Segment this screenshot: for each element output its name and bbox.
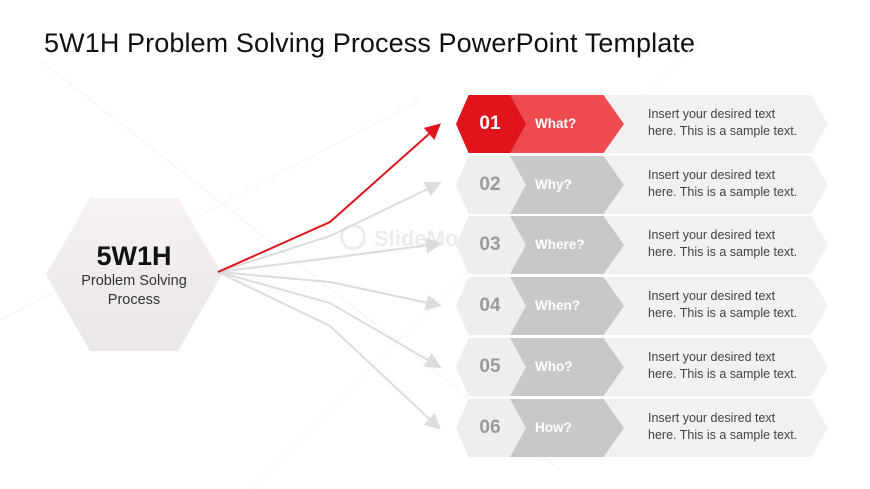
step-desc-line1: Insert your desired text bbox=[648, 228, 776, 242]
step-number: 04 bbox=[479, 295, 501, 316]
step-desc-line1: Insert your desired text bbox=[648, 168, 776, 182]
step-question-tag bbox=[510, 277, 624, 335]
center-hexagon-label: 5W1H Problem Solving Process bbox=[46, 198, 222, 351]
step-question-tag bbox=[510, 399, 624, 457]
step-number: 05 bbox=[479, 356, 501, 377]
arrow-04 bbox=[217, 271, 442, 311]
center-title: 5W1H bbox=[96, 240, 172, 271]
step-question-tag bbox=[510, 95, 624, 153]
step-question: When? bbox=[535, 298, 580, 313]
step-description: Insert your desired text here. This is a… bbox=[648, 106, 818, 140]
arrow-01 bbox=[217, 123, 441, 273]
center-subtitle-line1: Problem Solving bbox=[81, 272, 187, 289]
step-description: Insert your desired text here. This is a… bbox=[648, 227, 818, 261]
step-row-03: 03 Where? Insert your desired text here.… bbox=[456, 216, 828, 274]
step-number: 03 bbox=[479, 234, 501, 255]
step-question-tag bbox=[510, 216, 624, 274]
step-number: 06 bbox=[479, 417, 501, 438]
step-number-tag bbox=[456, 399, 526, 457]
slide-title: 5W1H Problem Solving Process PowerPoint … bbox=[44, 28, 696, 58]
center-subtitle-line2: Process bbox=[107, 291, 161, 308]
step-row-01: 01 What? Insert your desired text here. … bbox=[456, 95, 828, 153]
step-number-tag bbox=[456, 156, 526, 214]
step-row-02: 02 Why? Insert your desired text here. T… bbox=[456, 156, 828, 214]
step-description: Insert your desired text here. This is a… bbox=[648, 167, 818, 201]
step-desc-line1: Insert your desired text bbox=[648, 289, 776, 303]
step-desc-line1: Insert your desired text bbox=[648, 411, 776, 425]
step-question-tag bbox=[510, 338, 624, 396]
step-question: Who? bbox=[535, 359, 573, 374]
step-desc-line2: here. This is a sample text. bbox=[648, 124, 798, 138]
arrow-02 bbox=[217, 181, 442, 273]
step-desc-line1: Insert your desired text bbox=[648, 350, 776, 364]
step-desc-line2: here. This is a sample text. bbox=[648, 367, 798, 381]
step-row-05: 05 Who? Insert your desired text here. T… bbox=[456, 338, 828, 396]
step-number-tag bbox=[456, 277, 526, 335]
step-number-tag bbox=[456, 95, 526, 153]
step-desc-line2: here. This is a sample text. bbox=[648, 306, 798, 320]
step-desc-line2: here. This is a sample text. bbox=[648, 245, 798, 259]
step-question-tag bbox=[510, 156, 624, 214]
step-description: Insert your desired text here. This is a… bbox=[648, 288, 818, 322]
step-question: Why? bbox=[535, 177, 572, 192]
step-desc-line1: Insert your desired text bbox=[648, 107, 776, 121]
step-description: Insert your desired text here. This is a… bbox=[648, 410, 818, 444]
step-number-tag bbox=[456, 338, 526, 396]
step-row-04: 04 When? Insert your desired text here. … bbox=[456, 277, 828, 335]
arrow-03 bbox=[217, 237, 442, 273]
step-question: How? bbox=[535, 420, 572, 435]
step-row-06: 06 How? Insert your desired text here. T… bbox=[456, 399, 828, 457]
step-question: What? bbox=[535, 116, 577, 131]
step-number-tag bbox=[456, 216, 526, 274]
arrow-06 bbox=[217, 271, 441, 430]
arrow-05 bbox=[217, 271, 442, 369]
step-desc-line2: here. This is a sample text. bbox=[648, 428, 798, 442]
step-question: Where? bbox=[535, 237, 585, 252]
step-number: 01 bbox=[479, 113, 501, 134]
step-desc-line2: here. This is a sample text. bbox=[648, 185, 798, 199]
step-number: 02 bbox=[479, 174, 501, 195]
step-description: Insert your desired text here. This is a… bbox=[648, 349, 818, 383]
